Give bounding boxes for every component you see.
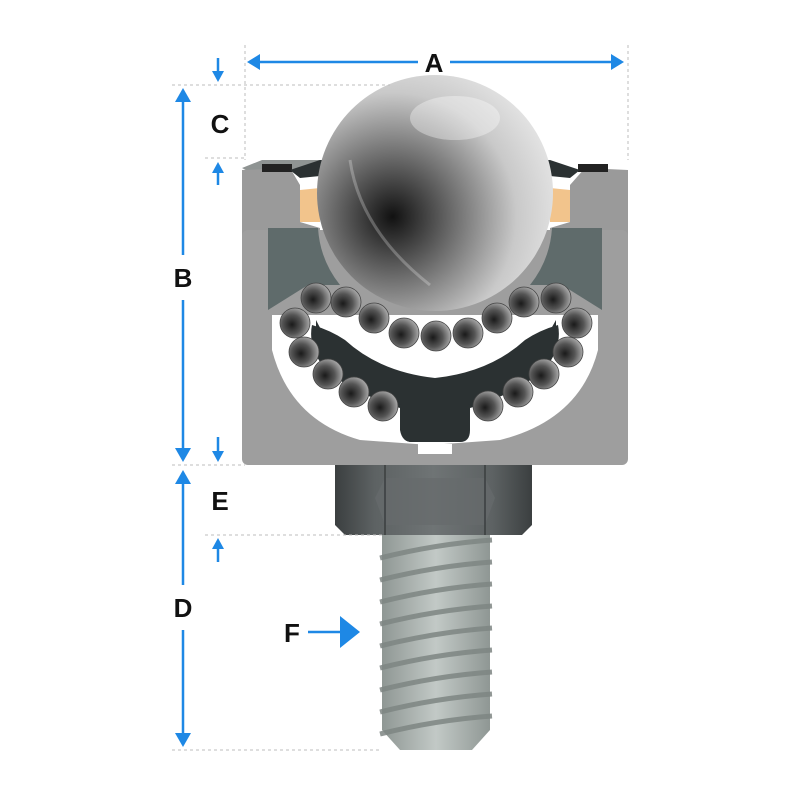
thread-ridge (379, 713, 493, 737)
label-c: C (211, 109, 230, 139)
thread-ridge (379, 603, 493, 627)
label-d: D (174, 593, 193, 623)
thread-ridge (379, 669, 493, 693)
small-ball (502, 376, 534, 408)
label-a: A (425, 48, 444, 78)
label-f: F (284, 618, 300, 648)
thread-ridge (379, 537, 493, 561)
small-ball (508, 286, 540, 318)
small-ball (481, 302, 513, 334)
small-ball (279, 307, 311, 339)
small-ball (540, 282, 572, 314)
label-b: B (174, 263, 193, 293)
thread-ridge (379, 559, 493, 583)
dimension-lines (175, 54, 624, 747)
small-ball (367, 390, 399, 422)
thread-ridge (379, 647, 493, 671)
small-ball (452, 317, 484, 349)
small-ball (358, 302, 390, 334)
small-ball-bearings (279, 282, 593, 422)
main-ball (317, 75, 553, 311)
small-ball (528, 358, 560, 390)
small-ball (561, 307, 593, 339)
small-ball (300, 282, 332, 314)
small-ball (420, 320, 452, 352)
dimension-guides (172, 45, 629, 751)
hex-nut (335, 462, 532, 535)
small-ball (288, 336, 320, 368)
small-ball (338, 376, 370, 408)
label-e: E (211, 486, 228, 516)
thread-ridge (379, 691, 493, 715)
threaded-stud (379, 535, 493, 750)
small-ball (312, 358, 344, 390)
thread-ridge (379, 625, 493, 649)
small-ball (472, 390, 504, 422)
small-ball (330, 286, 362, 318)
small-ball (388, 317, 420, 349)
small-ball (552, 336, 584, 368)
thread-ridge (379, 581, 493, 605)
